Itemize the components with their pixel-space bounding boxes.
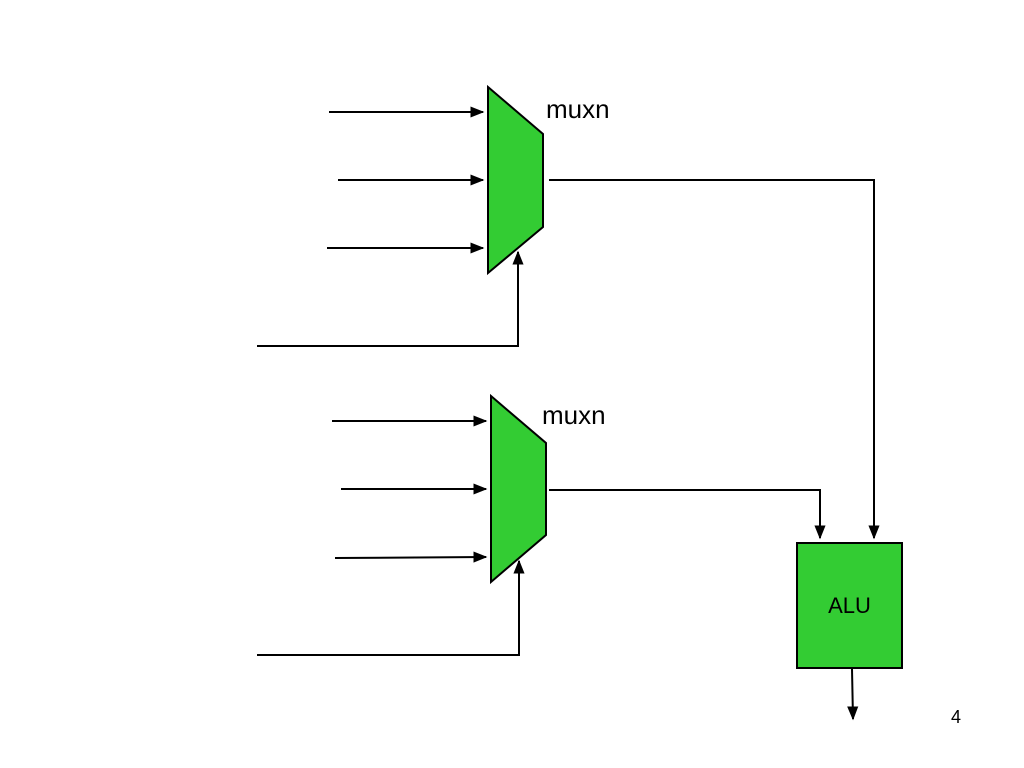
mux-bottom-output-wire — [549, 489, 826, 540]
mux-top-label: muxn — [546, 94, 610, 124]
mux-bottom-select-line — [257, 559, 525, 656]
page-number: 4 — [951, 707, 962, 727]
mux-top-shape — [487, 84, 544, 276]
mux-bottom-label: muxn — [542, 400, 606, 430]
mux-bottom-input-3-arrow — [334, 551, 488, 563]
alu-label: ALU — [828, 592, 871, 618]
alu-output-arrow — [847, 668, 859, 721]
mux-bottom-shape — [490, 393, 547, 585]
mux-top-output-wire — [549, 179, 880, 540]
alu-block — [796, 542, 903, 669]
mux-top-select-line — [257, 250, 524, 347]
